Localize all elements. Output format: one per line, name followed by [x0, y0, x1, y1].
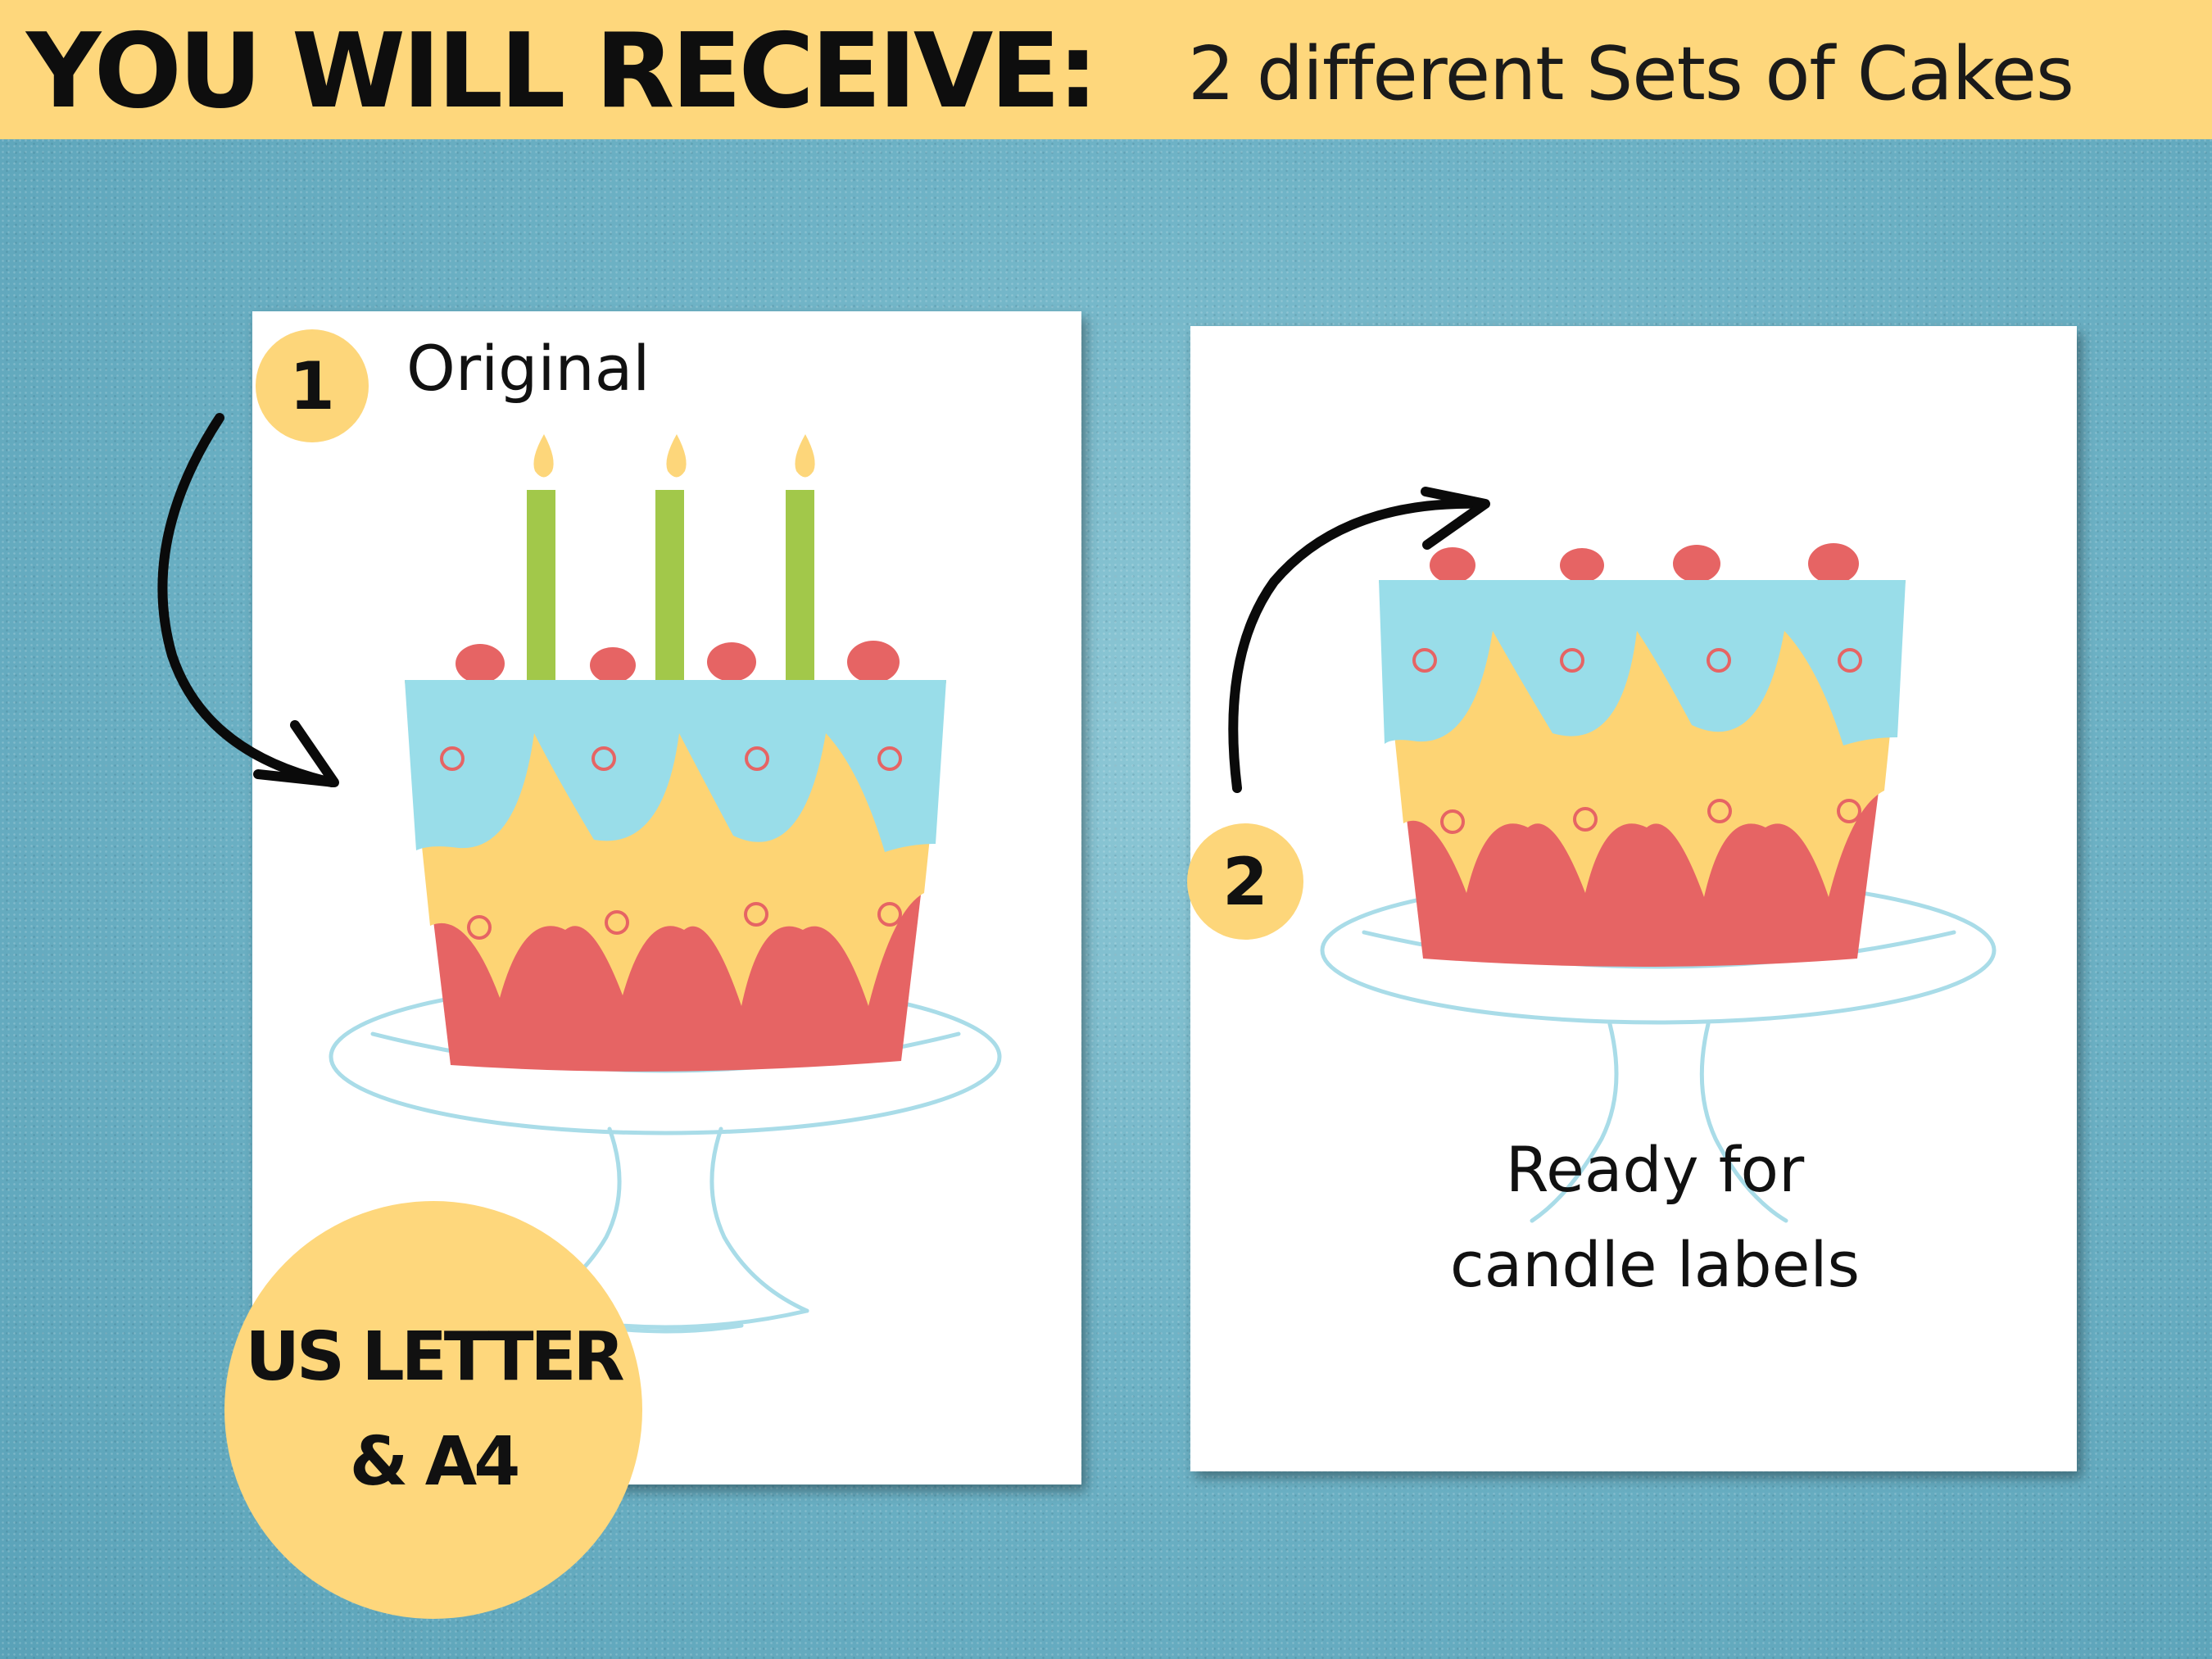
cherries-2 [1430, 543, 1859, 584]
ready-for-labels-caption: Ready for candle labels [1393, 1122, 1917, 1312]
caption-line-2: candle labels [1449, 1228, 1861, 1301]
header-banner: YOU WILL RECEIVE: 2 different Sets of Ca… [0, 0, 2212, 139]
paper-size-line-2: & A4 [349, 1423, 521, 1501]
curved-arrow-icon [1228, 487, 1490, 793]
caption-line-1: Ready for [1505, 1133, 1805, 1206]
curved-arrow-icon [157, 413, 339, 787]
cake-body-1 [405, 680, 946, 1072]
original-label: Original [406, 332, 650, 405]
cake-dots-2 [1412, 648, 1862, 834]
banner-title: YOU WILL RECEIVE: [26, 11, 1099, 131]
step-number-badge: 1 [256, 329, 369, 442]
step-number-badge: 2 [1187, 823, 1303, 940]
paper-size-line-1: US LETTER [245, 1318, 624, 1396]
banner-subtitle: 2 different Sets of Cakes [1188, 31, 2074, 117]
cake-body-2 [1379, 580, 1906, 967]
paper-size-badge: US LETTER & A4 [224, 1201, 642, 1619]
cherries-1 [456, 641, 900, 683]
cake-dots-1 [440, 746, 902, 940]
candles-1 [527, 434, 815, 680]
